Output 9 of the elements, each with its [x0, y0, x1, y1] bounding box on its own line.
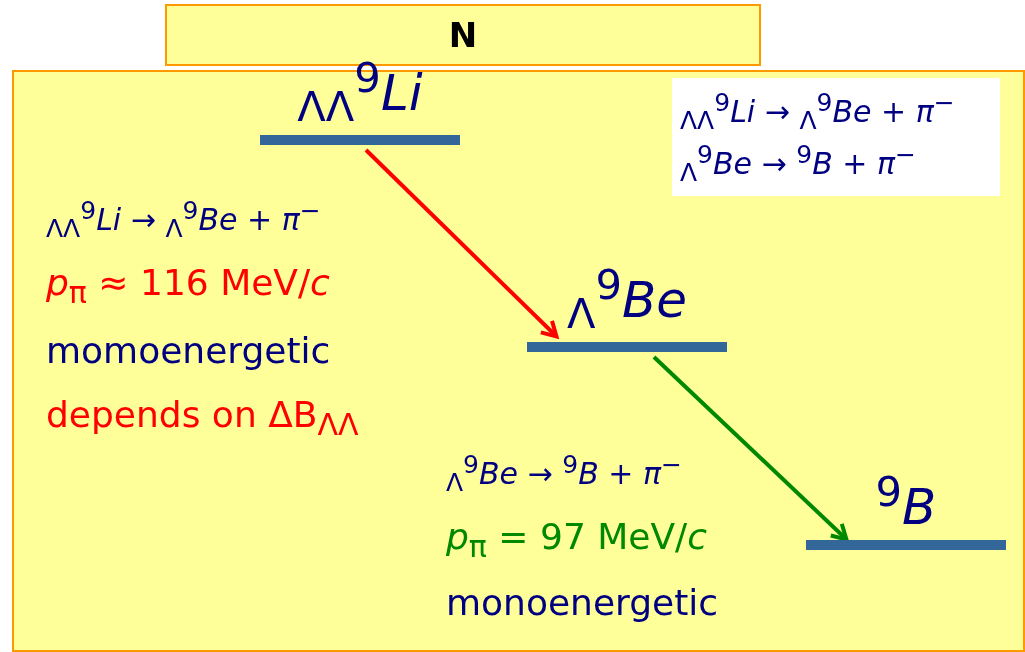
note-text: momoenergetic	[46, 330, 331, 371]
heading-text: N	[448, 15, 478, 55]
arrow	[652, 355, 849, 542]
note-text: monoenergetic	[446, 582, 719, 623]
momentum-value: p$_{π}$ ≈ 116 MeV/c	[46, 262, 330, 311]
note-text: depends on ΔB$_{ΛΛ}$	[46, 394, 359, 443]
nucleus-label: $^{9}$B	[874, 467, 938, 536]
arrow	[364, 148, 559, 339]
momentum-value: p$_{π}$ = 97 MeV/c	[446, 516, 707, 565]
